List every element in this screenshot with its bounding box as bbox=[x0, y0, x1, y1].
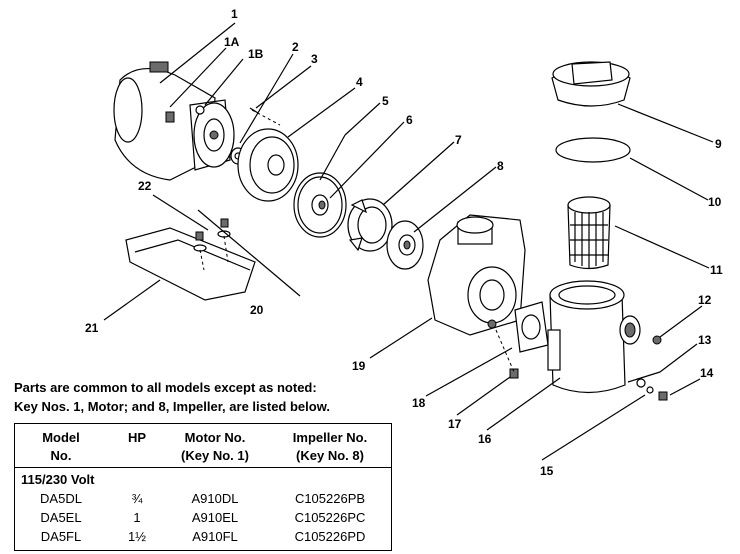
callout-13: 13 bbox=[698, 333, 712, 347]
cell-impeller: C105226PB bbox=[294, 491, 366, 506]
impeller bbox=[386, 220, 424, 270]
callout-19: 19 bbox=[352, 359, 366, 373]
callout-10: 10 bbox=[708, 195, 722, 209]
callout-1b: 1B bbox=[248, 47, 264, 61]
model-parts-table: Model No. HP Motor No. (Key No. 1) Impel… bbox=[14, 423, 392, 551]
lid-o-ring bbox=[555, 137, 631, 163]
callout-22: 22 bbox=[138, 179, 152, 193]
callout-14: 14 bbox=[700, 366, 714, 380]
cell-motor: A910EL bbox=[191, 510, 239, 525]
header-hp: HP bbox=[127, 430, 147, 445]
callout-9: 9 bbox=[715, 137, 722, 151]
callout-4: 4 bbox=[356, 75, 363, 89]
cell-hp: 1 bbox=[133, 510, 141, 525]
callout-2: 2 bbox=[292, 40, 299, 54]
group-label: 115/230 Volt bbox=[21, 472, 95, 487]
washer-13 bbox=[636, 378, 646, 388]
drain-plug-17 bbox=[509, 368, 519, 379]
parts-note: Parts are common to all models except as… bbox=[14, 378, 374, 416]
callout-1: 1 bbox=[231, 7, 238, 21]
cell-impeller: C105226PD bbox=[294, 529, 366, 544]
cell-motor: A910FL bbox=[192, 529, 238, 544]
callout-6: 6 bbox=[406, 113, 413, 127]
callout-1a: 1A bbox=[224, 35, 240, 49]
bolt-14 bbox=[658, 391, 668, 401]
callout-8: 8 bbox=[497, 159, 504, 173]
callout-17: 17 bbox=[448, 417, 462, 431]
cell-motor: A910DL bbox=[191, 491, 239, 506]
motor-base bbox=[125, 227, 256, 301]
cell-hp: ¾ bbox=[131, 491, 143, 506]
shaft-seal bbox=[311, 194, 329, 216]
callout-18: 18 bbox=[412, 396, 426, 410]
callout-5: 5 bbox=[382, 94, 389, 108]
header-motor: Motor No. (Key No. 1) bbox=[181, 430, 249, 463]
part-1b bbox=[195, 105, 205, 115]
base-bolt bbox=[195, 231, 204, 241]
callout-16: 16 bbox=[478, 432, 492, 446]
callout-11: 11 bbox=[710, 263, 723, 277]
cell-impeller: C105226PC bbox=[294, 510, 366, 525]
callout-21: 21 bbox=[85, 321, 99, 335]
note-line-2: Key Nos. 1, Motor; and 8, Impeller, are … bbox=[14, 399, 330, 414]
callout-20: 20 bbox=[250, 303, 264, 317]
header-divider bbox=[15, 467, 391, 468]
cell-model: DA5FL bbox=[40, 529, 82, 544]
header-model: Model No. bbox=[42, 430, 80, 463]
leader-lines bbox=[103, 22, 714, 461]
cell-model: DA5EL bbox=[40, 510, 82, 525]
strainer-basket bbox=[567, 196, 611, 270]
callout-15: 15 bbox=[540, 464, 554, 478]
callout-12: 12 bbox=[698, 293, 712, 307]
diffuser bbox=[347, 198, 393, 252]
callout-7: 7 bbox=[455, 133, 462, 147]
header-impeller: Impeller No. (Key No. 8) bbox=[292, 430, 368, 463]
motor bbox=[113, 61, 235, 181]
part-1a bbox=[165, 111, 175, 123]
cell-hp: 1½ bbox=[127, 529, 147, 544]
strainer-lid bbox=[551, 61, 631, 107]
note-line-1: Parts are common to all models except as… bbox=[14, 380, 317, 395]
drain-plug-12 bbox=[652, 335, 662, 345]
callout-labels: 1 1A 1B 2 3 4 5 6 7 8 9 10 11 12 13 14 1… bbox=[85, 7, 723, 478]
strainer-body bbox=[547, 280, 641, 394]
pump-housing bbox=[427, 214, 526, 336]
callout-3: 3 bbox=[311, 52, 318, 66]
cell-model: DA5DL bbox=[40, 491, 82, 506]
screw bbox=[249, 107, 259, 114]
seal-plate bbox=[237, 128, 299, 202]
